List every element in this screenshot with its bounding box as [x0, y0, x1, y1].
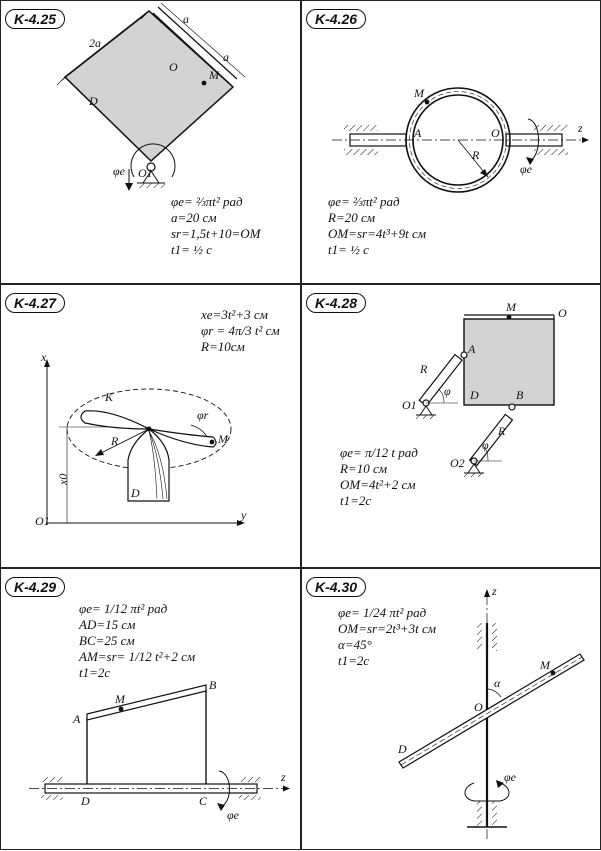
- diagram-k427: x y O1 x0 D K M R φr: [35, 350, 247, 528]
- diagram-k429: z M A B D C φe: [29, 678, 290, 822]
- svg-text:D: D: [88, 94, 98, 108]
- problem-id: K-4.26: [306, 9, 367, 29]
- svg-text:R: R: [471, 148, 480, 162]
- problem-cell-k427: K-4.27 xe=3t²+3 см φr = 4π/3 t² см R=10с…: [0, 284, 301, 568]
- svg-text:x: x: [40, 350, 47, 364]
- given-data: φe= 1/24 πt² рад OM=sr=2t³+3t см α=45° t…: [338, 605, 437, 668]
- point-m: [424, 99, 430, 105]
- point-m: [209, 439, 215, 445]
- phi-arc: [190, 424, 208, 438]
- problem-id: K-4.29: [5, 577, 66, 597]
- problem-cell-k429: K-4.29 φe= 1/12 πt² рад AD=15 см BC=25 с…: [0, 568, 301, 850]
- diagram-k430: z M O α D φe: [397, 584, 585, 839]
- given-data: φe= ⅔πt² рад R=20 см OM=sr=4t³+9t см t1=…: [328, 194, 427, 257]
- given-data: xe=3t²+3 см φr = 4π/3 t² см R=10см: [201, 307, 280, 354]
- svg-text:D: D: [397, 742, 407, 756]
- problem-cell-k425: K-4.25 2a a a M O D: [0, 0, 301, 284]
- svg-text:z: z: [577, 121, 583, 135]
- rotation-arrow: [464, 782, 510, 802]
- svg-text:O: O: [474, 700, 483, 714]
- svg-text:R: R: [419, 362, 428, 376]
- svg-text:M: M: [114, 692, 126, 706]
- svg-text:C: C: [199, 794, 208, 808]
- svg-text:φr: φr: [197, 408, 209, 422]
- diagram-k428: M O D A O1 φ R B O2: [402, 300, 567, 477]
- svg-text:φe: φe: [227, 808, 240, 822]
- square-plate: [63, 10, 235, 163]
- svg-text:O: O: [558, 306, 567, 320]
- svg-text:x0: x0: [56, 474, 70, 486]
- svg-text:O1: O1: [402, 398, 417, 412]
- svg-text:z: z: [491, 584, 497, 598]
- svg-text:A: A: [467, 342, 476, 356]
- svg-text:A: A: [72, 712, 81, 726]
- dim-label: 2a: [89, 36, 101, 50]
- inclined-tube: [398, 653, 585, 769]
- plate: [463, 318, 555, 406]
- svg-text:z: z: [280, 770, 286, 784]
- svg-text:K: K: [104, 390, 114, 404]
- blade-right: [148, 428, 217, 448]
- problem-id: K-4.25: [5, 9, 66, 29]
- svg-text:D: D: [469, 388, 479, 402]
- svg-text:α: α: [494, 676, 501, 690]
- problem-id: K-4.28: [306, 293, 367, 313]
- dim-label: a: [223, 50, 229, 64]
- svg-text:R: R: [497, 424, 506, 438]
- bar-ab: [86, 684, 207, 721]
- given-data: φe= 1/12 πt² рад AD=15 см BC=25 см AM=sr…: [79, 601, 196, 680]
- svg-text:D: D: [130, 486, 140, 500]
- svg-text:φe: φe: [113, 164, 126, 178]
- svg-text:B: B: [516, 388, 524, 402]
- svg-text:φe: φe: [504, 770, 517, 784]
- slot-line: [157, 6, 238, 80]
- svg-text:R: R: [110, 434, 119, 448]
- svg-text:M: M: [539, 658, 551, 672]
- svg-text:O: O: [169, 60, 178, 74]
- radius-line: [96, 428, 150, 456]
- svg-text:A: A: [413, 126, 422, 140]
- diagram-k426: z M A O R φe: [332, 86, 589, 193]
- problem-id: K-4.30: [306, 577, 367, 597]
- rotation-arc: [130, 143, 176, 178]
- svg-text:φ: φ: [444, 384, 451, 398]
- problem-cell-k426: K-4.26 z M A O R: [301, 0, 601, 284]
- svg-text:φ: φ: [482, 438, 489, 452]
- given-data: φe= ⅔πt² рад a=20 см sr=1,5t+10=OM t1= ½…: [171, 194, 261, 257]
- svg-text:O2: O2: [450, 456, 465, 470]
- svg-text:O1: O1: [138, 166, 153, 180]
- svg-text:M: M: [505, 300, 517, 314]
- svg-text:O1: O1: [35, 514, 50, 528]
- problem-cell-k430: K-4.30 φe= 1/24 πt² рад OM=sr=2t³+3t см …: [301, 568, 601, 850]
- point-m: [201, 80, 207, 86]
- slot-line: [152, 12, 232, 86]
- svg-text:M: M: [413, 86, 425, 100]
- given-data: φe= π/12 t рад R=10 см OM=4t²+2 см t1=2c: [340, 445, 418, 508]
- point-m: [118, 706, 124, 712]
- diagram-k425: 2a a a M O D φe O1: [56, 2, 246, 191]
- svg-text:M: M: [208, 68, 220, 82]
- svg-text:B: B: [209, 678, 217, 692]
- point-m: [550, 670, 556, 676]
- svg-text:D: D: [80, 794, 90, 808]
- point-m: [506, 314, 512, 320]
- svg-text:y: y: [240, 508, 247, 522]
- crank-o2b: [468, 413, 514, 467]
- dim-label: a: [183, 12, 189, 26]
- dimension-line: [60, 14, 146, 82]
- problem-cell-k428: K-4.28 M O D A O1 φ: [301, 284, 601, 568]
- svg-text:M: M: [217, 432, 229, 446]
- dimension-line: [160, 2, 246, 78]
- svg-text:φe: φe: [520, 162, 533, 176]
- problem-id: K-4.27: [5, 293, 66, 313]
- blade-left: [80, 410, 150, 430]
- svg-text:O: O: [491, 126, 500, 140]
